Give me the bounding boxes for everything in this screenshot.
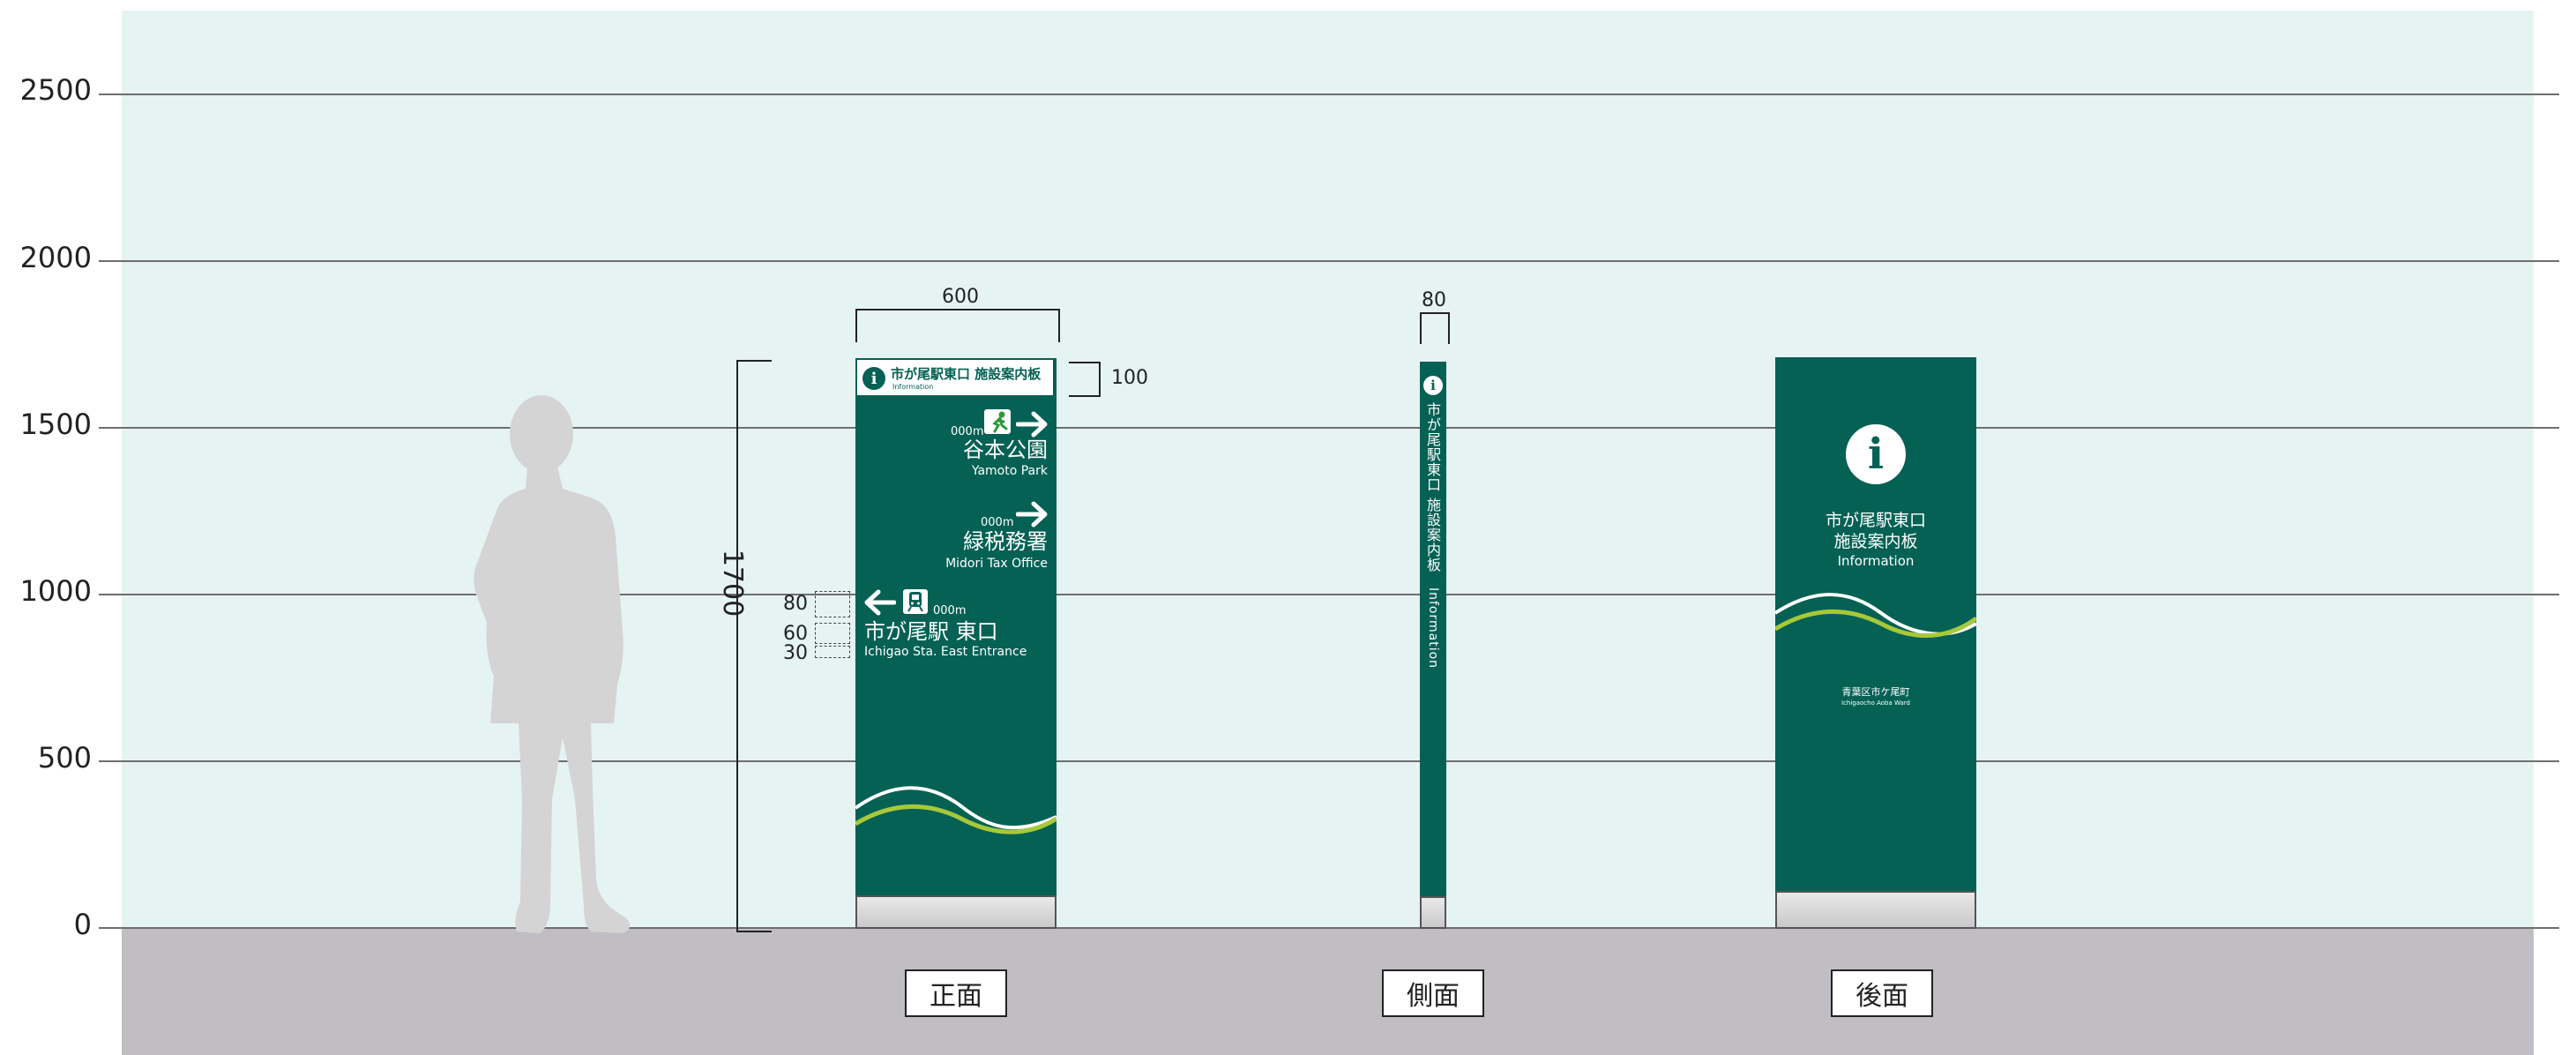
front-header-title: 市が尾駅東口 施設案内板 bbox=[891, 366, 1042, 382]
side-title-en: Information bbox=[1426, 587, 1440, 670]
caption-back: 後面 bbox=[1831, 969, 1933, 1017]
gridline-1500 bbox=[99, 427, 2559, 429]
front-header-subtitle: Information bbox=[892, 383, 934, 391]
front-wave-decoration bbox=[855, 786, 1057, 834]
height-dimension-label: 1700 bbox=[717, 549, 749, 617]
dest3-name-en: Ichigao Sta. East Entrance bbox=[864, 645, 1027, 659]
gridline-2000 bbox=[99, 260, 2559, 262]
ground bbox=[122, 928, 2534, 1055]
dest2-name-ja: 緑税務署 bbox=[963, 529, 1048, 554]
dest3-name-ja: 市が尾駅 東口 bbox=[864, 619, 998, 644]
back-sign-panel: i 市が尾駅東口 施設案内板 Information 青葉区市ケ尾町 Ichig… bbox=[1775, 357, 1976, 892]
dest2-arrow-right-icon bbox=[1016, 501, 1048, 528]
dest1-name-ja: 谷本公園 bbox=[963, 438, 1048, 462]
back-info-icon: i bbox=[1846, 424, 1906, 484]
y-tick-1500: 1500 bbox=[19, 408, 92, 441]
row-80-label: 80 bbox=[783, 593, 808, 615]
front-sign-panel: i 市が尾駅東口 施設案内板 Information 000m 谷本公園 Yam… bbox=[855, 358, 1057, 896]
gridline-500 bbox=[99, 760, 2559, 762]
dest1-name-en: Yamoto Park bbox=[971, 464, 1048, 478]
back-wave-decoration bbox=[1775, 593, 1976, 638]
front-width-bracket bbox=[855, 309, 1060, 342]
dest3-arrow-left-icon bbox=[864, 589, 896, 616]
y-tick-1000: 1000 bbox=[19, 574, 92, 608]
info-icon: i bbox=[862, 367, 885, 390]
row-30-box bbox=[815, 646, 850, 658]
dest3-distance: 000m bbox=[933, 604, 967, 617]
row-60-label: 60 bbox=[783, 623, 808, 645]
side-info-icon: i bbox=[1423, 376, 1443, 395]
side-sign-base bbox=[1420, 896, 1446, 929]
height-bracket bbox=[736, 360, 772, 932]
front-width-label: 600 bbox=[942, 286, 979, 308]
header-height-label: 100 bbox=[1111, 367, 1148, 389]
park-walker-icon bbox=[984, 409, 1011, 434]
header-height-bracket bbox=[1069, 362, 1101, 397]
y-tick-0: 0 bbox=[73, 908, 92, 941]
y-tick-2500: 2500 bbox=[19, 73, 92, 107]
dest1-distance: 000m bbox=[951, 425, 984, 438]
side-sign-panel: i 市が尾駅東口 施設案内板 Information bbox=[1420, 362, 1446, 896]
back-title-en: Information bbox=[1837, 553, 1915, 569]
dest1-arrow-right-icon bbox=[1016, 411, 1048, 438]
back-footer-en: Ichigaocho Aoba Ward bbox=[1841, 700, 1910, 707]
train-icon bbox=[903, 589, 928, 614]
side-title-ja: 市が尾駅東口 施設案内板 bbox=[1424, 402, 1441, 573]
caption-front: 正面 bbox=[905, 969, 1007, 1017]
gridline-1000 bbox=[99, 594, 2559, 595]
dest2-distance: 000m bbox=[981, 516, 1014, 529]
human-silhouette bbox=[474, 395, 631, 933]
row-30-label: 30 bbox=[783, 642, 808, 664]
front-header-bar: i 市が尾駅東口 施設案内板 Information bbox=[857, 360, 1053, 395]
y-tick-500: 500 bbox=[37, 741, 92, 774]
back-sign-base bbox=[1775, 891, 1976, 929]
caption-side: 側面 bbox=[1382, 969, 1484, 1017]
row-80-box bbox=[815, 591, 850, 617]
back-title-line2: 施設案内板 bbox=[1833, 532, 1918, 551]
side-width-bracket bbox=[1420, 312, 1450, 344]
gridline-2500 bbox=[99, 94, 2559, 95]
back-title-line1: 市が尾駅東口 bbox=[1825, 511, 1926, 530]
side-width-label: 80 bbox=[1422, 289, 1446, 311]
front-sign-base bbox=[855, 895, 1057, 929]
y-tick-2000: 2000 bbox=[19, 241, 92, 274]
back-footer-ja: 青葉区市ケ尾町 bbox=[1841, 686, 1910, 698]
gridline-0 bbox=[99, 927, 2559, 929]
row-60-box bbox=[815, 623, 850, 644]
dest2-name-en: Midori Tax Office bbox=[945, 557, 1048, 571]
